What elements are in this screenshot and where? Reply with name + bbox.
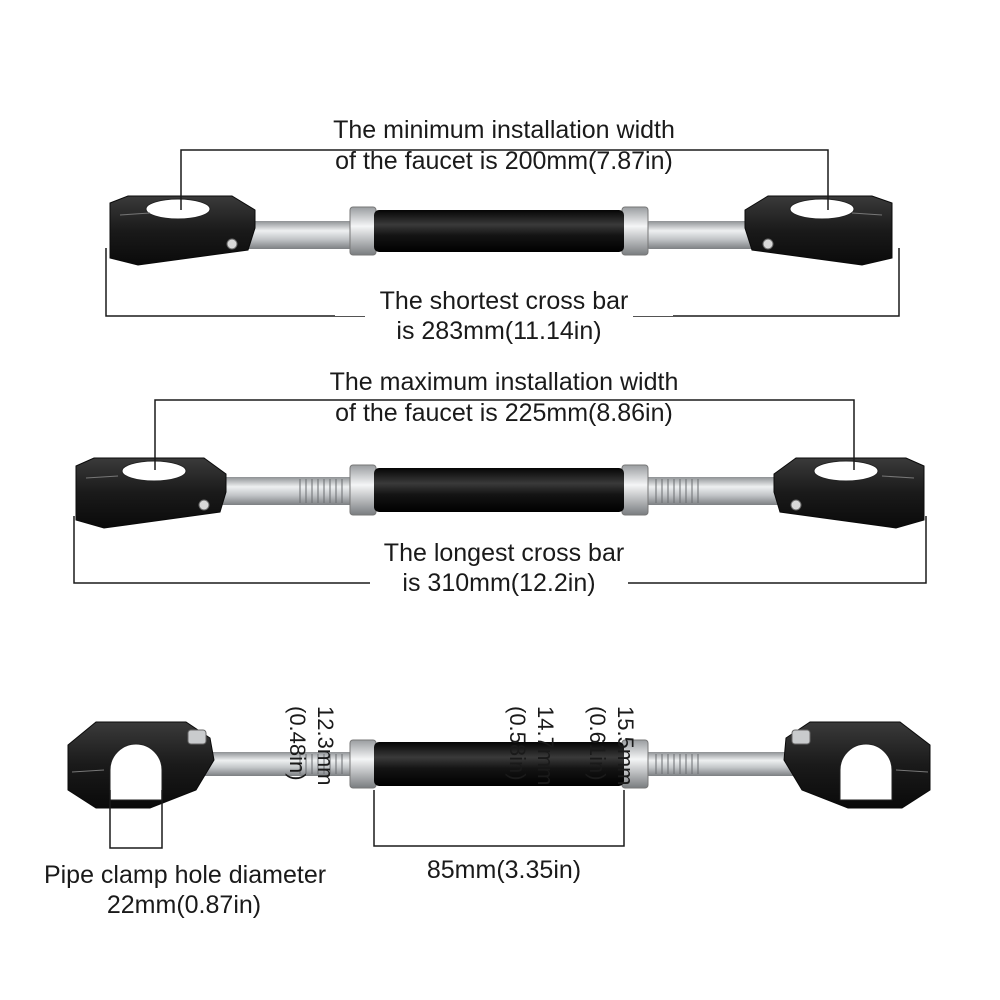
right-nut: [621, 464, 649, 516]
right-thread: [655, 479, 699, 503]
tube-length-label: 85mm(3.35in): [426, 856, 582, 884]
right-clamp: [783, 721, 931, 809]
left-nut: [349, 464, 377, 516]
longest-bar-label-line1: The longest cross bar: [340, 538, 668, 568]
left-clamp: [67, 721, 215, 809]
left-thread: [299, 754, 343, 774]
left-steel-rod: [178, 752, 358, 776]
right-nut: [621, 206, 649, 256]
left-clamp: [109, 195, 256, 266]
shortest-bar-label-line2: is 283mm(11.14in): [365, 316, 633, 346]
min-width-dimension-line: [180, 149, 829, 210]
right-thread-diameter-mm: 15.5mm: [613, 706, 638, 786]
longest-bar-assembly: [75, 457, 925, 529]
center-tube: [374, 742, 624, 786]
right-clamp: [744, 195, 893, 266]
right-steel-rod: [640, 477, 790, 505]
right-thread: [655, 754, 699, 774]
right-clamp: [773, 457, 925, 529]
max-width-label-line1: The maximum installation width: [285, 367, 723, 397]
left-steel-rod: [210, 477, 360, 505]
detail-bar-assembly: [67, 721, 931, 809]
max-width-label-line2: of the faucet is 225mm(8.86in): [335, 399, 673, 427]
tube-diameter-mm: 14.7mm: [533, 706, 558, 786]
max-width-dimension-line: [154, 399, 855, 470]
left-clamp: [75, 457, 227, 529]
center-tube: [374, 210, 624, 252]
center-tube: [374, 468, 624, 512]
right-thread-diameter-in: (0.61in): [585, 706, 610, 781]
clamp-hole-label-line1: Pipe clamp hole diameter: [43, 861, 327, 889]
left-thread: [299, 479, 343, 503]
clamp-hole-label-line2: 22mm(0.87in): [106, 891, 262, 919]
left-nut: [349, 206, 377, 256]
shortest-bar-label-line1: The shortest cross bar: [335, 286, 673, 316]
clamp-hole-dimension-line: [109, 790, 163, 849]
left-thread-diameter-in: (0.48in): [285, 706, 310, 781]
right-steel-rod: [640, 752, 820, 776]
min-width-label-line1: The minimum installation width: [290, 115, 718, 145]
longest-bar-label-line2: is 310mm(12.2in): [370, 568, 628, 598]
right-steel-rod: [644, 221, 764, 249]
shortest-bar-assembly: [109, 195, 893, 266]
left-steel-rod: [236, 221, 356, 249]
min-width-label-line2: of the faucet is 200mm(7.87in): [335, 147, 673, 175]
left-thread-diameter-mm: 12.3mm: [313, 706, 338, 786]
left-nut: [349, 739, 377, 789]
tube-diameter-in: (0.58in): [505, 706, 530, 781]
tube-length-dimension-line: [373, 790, 625, 847]
